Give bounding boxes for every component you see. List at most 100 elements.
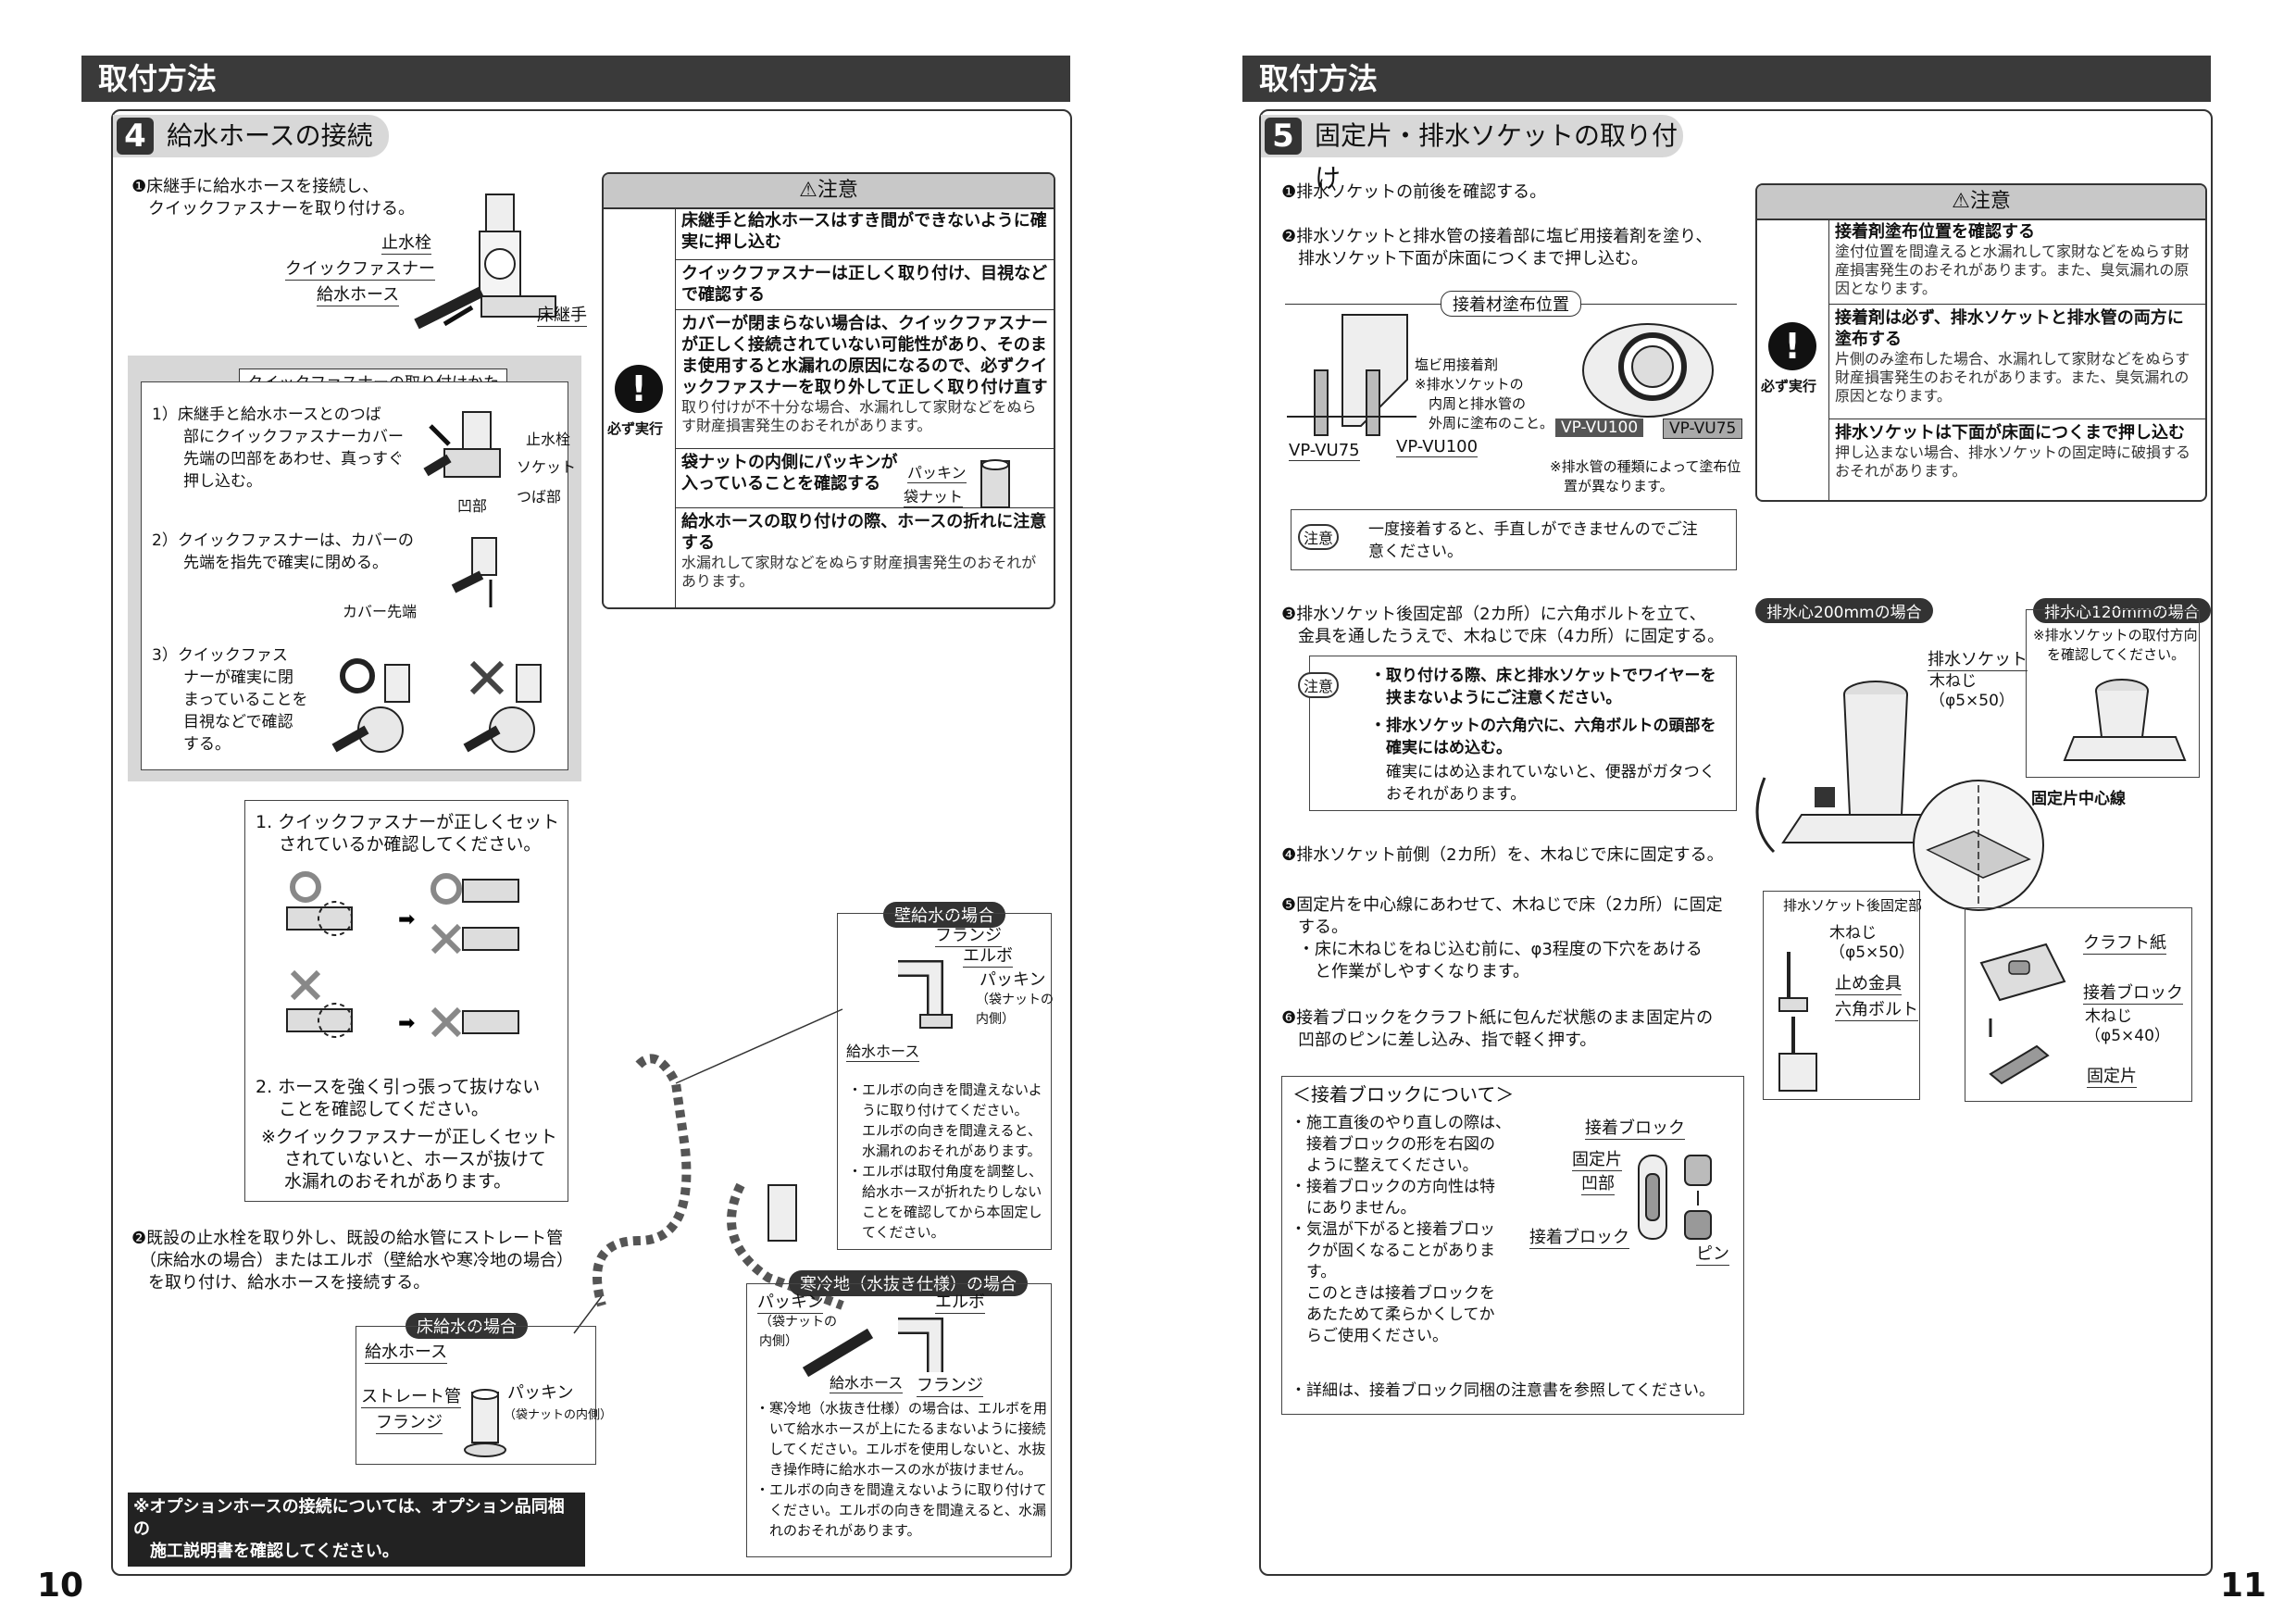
r-step3-text: ❸排水ソケット後固定部（2カ所）に六角ボルトを立て、 金具を通したうえで、木ねじ…	[1281, 605, 1725, 646]
adhesive-block-illustration	[1638, 1155, 1712, 1240]
rear-label-bolt: 六角ボルト	[1835, 996, 1918, 1021]
floor-label-packing-note: （袋ナットの内側）	[504, 1408, 613, 1422]
rear-fixing-box	[1763, 891, 1920, 1100]
drain-120-note: ※排水ソケットの取付方向 を確認してください。	[2033, 627, 2198, 663]
fix-label-screw: 木ねじ （φ5×40）	[2085, 1007, 2170, 1045]
svg-text:➡: ➡	[398, 908, 415, 931]
right-caution-box: ⚠注意 ! 必ず実行 接着剤塗布位置を確認する塗付位置を間違えると水漏れして家財…	[1755, 183, 2207, 502]
caution-row-3: カバーが閉まらない場合は、クイックファスナーが正しく接続されていない可能性があり…	[676, 309, 1054, 448]
section-number: 4	[117, 118, 154, 155]
svg-text:➡: ➡	[398, 1012, 415, 1035]
drain-120-label: 排水心120mmの場合	[2033, 598, 2211, 623]
cold-label-flange: フランジ	[917, 1372, 983, 1397]
caution-row-5-bold: 給水ホースの取り付けの際、ホースの折れに注意する	[681, 512, 1047, 553]
cold-label-packing: パッキン	[757, 1289, 824, 1314]
caution-row-5-text: 水漏れして家財などをぬらす財産損害発生のおそれがあります。	[681, 554, 1037, 590]
wall-label-packing: パッキン	[980, 970, 1046, 990]
check-item-2: 2. ホースを強く引っ張って抜けない ことを確認してください。	[256, 1077, 541, 1119]
label-vp-vu75-left: VP-VU75	[1289, 441, 1360, 461]
diag-label-screw: 木ねじ （φ5×50）	[1929, 672, 2015, 710]
adhesive-section-illustration	[1287, 314, 1416, 436]
r-caution-row-1: 接着剤塗布位置を確認する塗付位置を間違えると水漏れして家財などをぬらす財産損害発…	[1829, 219, 2205, 304]
supply-hose-routing-illustration	[573, 1008, 844, 1334]
label-nut-small: 袋ナット	[904, 488, 964, 507]
label-stopcock-2: 止水栓	[526, 431, 571, 448]
howto-step1-illustration	[423, 411, 501, 478]
label-packing-small: パッキン	[907, 464, 967, 483]
floor-label-flange: フランジ	[376, 1409, 443, 1434]
r-step5-text: ❺固定片を中心線にあわせて、木ねじで床（2カ所）に固定 する。 ・床に木ねじをね…	[1281, 895, 1723, 981]
r-caution-row-3-bold: 排水ソケットは下面が床面につくまで押し込む	[1835, 423, 2185, 443]
adhesive-title: 接着材塗布位置	[1441, 291, 1581, 317]
must-do-label: 必ず実行	[1761, 378, 1817, 394]
cold-label-elbow: エルボ	[935, 1289, 985, 1314]
adhesive-block-footer: ・詳細は、接着ブロック同梱の注意書を参照してください。	[1291, 1381, 1715, 1400]
wall-label-flange: フランジ	[935, 922, 1002, 947]
cold-region-notes: ・寒冷地（水抜き仕様）の場合は、エルボを用 いて給水ホースが上にたるまないように…	[755, 1400, 1048, 1539]
howto-step3-ok-illustration	[331, 658, 410, 753]
left-caution-header: ⚠注意	[604, 174, 1054, 209]
section-5-heading: 5 固定片・排水ソケットの取り付け	[1261, 115, 1683, 194]
drain-socket-120-illustration	[2063, 679, 2187, 761]
notice-icon: 注意	[1298, 524, 1340, 550]
left-caution-box: ⚠注意 ! 必ず実行 床継手と給水ホースはすき間ができないように確実に押し込む …	[602, 172, 1055, 609]
caution-row-2-bold: クイックファスナーは正しく取り付け、目視などで確認する	[681, 264, 1048, 305]
label-vp-vu75-box: VP-VU75	[1663, 418, 1743, 439]
howto-step3-ng-illustration	[463, 660, 542, 753]
fix-label-fix: 固定片	[2087, 1063, 2137, 1088]
caution-row-4-bold: 袋ナットの内側にパッキンが入っていることを確認する	[681, 453, 898, 493]
caution-row-4: 袋ナットの内側にパッキンが入っていることを確認する	[676, 448, 1054, 507]
left-page-header: 取付方法	[81, 56, 1070, 102]
adhesive-note: 塩ビ用接着剤 ※排水ソケットの 内周と排水管の 外周に塗布のこと。	[1415, 356, 1554, 431]
fix-label-kraft: クラフト紙	[2083, 930, 2166, 955]
caution-row-1: 床継手と給水ホースはすき間ができないように確実に押し込む	[676, 207, 1054, 259]
notice2-bold-2: ・排水ソケットの六角穴に、六角ボルトの頭部を 確実にはめ込む。	[1370, 717, 1716, 757]
notice2-text-2: 確実にはめ込まれていないと、便器がガタつく おそれがあります。	[1385, 763, 1716, 804]
r-caution-row-1-text: 塗付位置を間違えると水漏れして家財などをぬらす財産損害発生のおそれがあります。ま…	[1835, 243, 2190, 297]
r-caution-row-1-bold: 接着剤塗布位置を確認する	[1835, 222, 2035, 242]
caution-row-3-text: 取り付けが不十分な場合、水漏れして家財などをぬらす財産損害発生のおそれがあります…	[681, 398, 1037, 434]
right-page-number: 11	[2220, 1567, 2267, 1605]
r-caution-row-2: 接着剤は必ず、排水ソケットと排水管の両方に塗布する片側のみ塗布した場合、水漏れし…	[1829, 304, 2205, 418]
block-label-fix: 固定片	[1572, 1146, 1622, 1171]
howto-step2-illustration	[451, 537, 497, 607]
section-title: 給水ホースの接続	[167, 120, 373, 151]
left-page-frame	[111, 109, 1072, 1576]
rear-label-screw: 木ねじ （φ5×50）	[1829, 924, 1915, 962]
fix-piece-box	[1965, 907, 2192, 1102]
caution-title: 注意	[817, 179, 858, 202]
notice-box-2	[1309, 656, 1737, 811]
fix-label-block: 接着ブロック	[2083, 980, 2183, 1005]
label-quick-fastener: クイックファスナー	[285, 256, 435, 281]
check-item-1: 1. クイックファスナーが正しくセット されているか確認してください。	[256, 812, 560, 855]
howto-step2: 2）クイックファスナーは、カバーの 先端を指先で確実に閉める。	[152, 531, 414, 572]
section-number: 5	[1265, 118, 1302, 155]
socket-top-illustration	[1582, 323, 1714, 418]
label-vp-vu100-box: VP-VU100	[1555, 418, 1644, 437]
caution-row-1-bold: 床継手と給水ホースはすき間ができないように確実に押し込む	[681, 211, 1047, 252]
check-illustrations: ➡ ➡	[286, 871, 519, 1038]
notice-text-1: 一度接着すると、手直しができませんのでご注 意ください。	[1368, 520, 1698, 561]
floor-label-packing: パッキン	[507, 1383, 574, 1403]
drain-200-label: 排水心200mmの場合	[1755, 598, 1933, 623]
label-supply-hose: 給水ホース	[317, 281, 400, 306]
adhesive-block-box	[1281, 1076, 1744, 1415]
floor-label-straight-pipe: ストレート管	[361, 1383, 461, 1408]
drain-120-box	[2026, 609, 2200, 778]
caution-row-5: 給水ホースの取り付けの際、ホースの折れに注意する水漏れして家財などをぬらす財産損…	[676, 507, 1054, 607]
howto-step3: 3）クイックファス ナーが確実に閉 まっていることを 目視などで確認 する。	[152, 646, 308, 754]
adhesive-block-title: ＜接着ブロックについて＞	[1292, 1083, 1515, 1106]
fix-center-zoom-circle	[1913, 780, 2044, 911]
floor-straight-pipe-illustration	[464, 1389, 506, 1457]
diag-label-socket: 排水ソケット	[1928, 646, 2028, 671]
cold-label-packing-note: （袋ナットの 内側）	[759, 1315, 837, 1349]
wall-supply-title: 壁給水の場合	[883, 902, 1005, 928]
block-label-recess: 凹部	[1581, 1170, 1615, 1195]
notice2-bold-1: ・取り付ける際、床と排水ソケットでワイヤーを 挟まないようにご注意ください。	[1370, 667, 1716, 707]
label-flange-part: つば部	[517, 488, 562, 506]
step1-text: ❶床継手に給水ホースを接続し、 クイックファスナーを取り付ける。	[131, 177, 415, 219]
r-caution-row-3-text: 押し込まない場合、排水ソケットの固定時に破損するおそれがあります。	[1835, 443, 2191, 480]
rear-fixing-illustration	[1778, 952, 1817, 1092]
floor-supply-box	[356, 1326, 596, 1465]
label-cover-tip: カバー先端	[343, 603, 418, 620]
